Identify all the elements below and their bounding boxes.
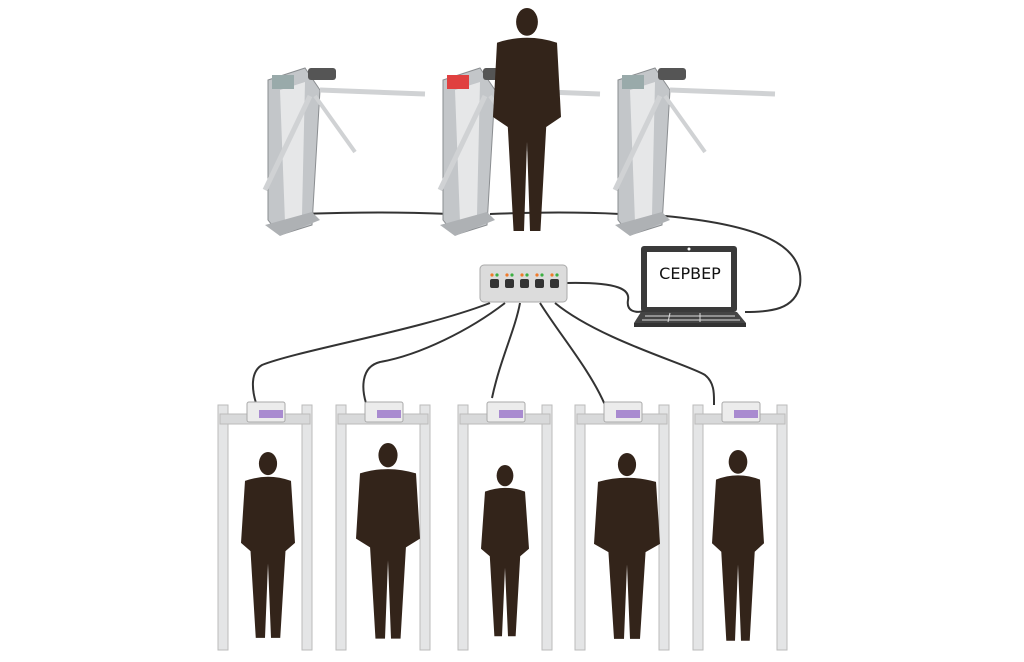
metal-detector <box>335 401 431 651</box>
server-laptop <box>634 246 746 327</box>
led-green <box>495 273 499 277</box>
network-port <box>505 279 514 288</box>
person-silhouette <box>241 452 295 638</box>
cables <box>251 211 802 406</box>
person-silhouette <box>356 443 420 639</box>
person-silhouette <box>712 450 764 641</box>
turnstile-arm <box>437 94 488 192</box>
switch-server-cable <box>566 281 646 313</box>
led-green <box>510 273 514 277</box>
turnstile-arm <box>669 87 776 97</box>
led-green <box>525 273 529 277</box>
detector-display <box>616 410 640 418</box>
turnstile-indicator <box>447 75 469 89</box>
metal-detector <box>692 401 788 651</box>
server-label: СЕРВЕР <box>659 264 721 283</box>
metal-detectors <box>217 401 788 651</box>
metal-detector <box>217 401 313 651</box>
network-port <box>550 279 559 288</box>
network-port <box>490 279 499 288</box>
turnstile-server-cable <box>664 215 802 313</box>
detector-display <box>499 410 523 418</box>
led-orange <box>505 273 509 277</box>
detector-cable-5 <box>554 302 716 406</box>
detector-display <box>377 410 401 418</box>
turnstile <box>262 67 426 236</box>
led-orange <box>490 273 494 277</box>
person-silhouette <box>594 453 660 639</box>
turnstile-indicator <box>272 75 294 89</box>
turnstile-indicator <box>622 75 644 89</box>
people <box>241 8 764 641</box>
metal-detector <box>457 401 553 651</box>
metal-detector <box>574 401 670 651</box>
led-orange <box>520 273 524 277</box>
led-green <box>540 273 544 277</box>
person-silhouette <box>481 465 529 637</box>
detector-display <box>734 410 758 418</box>
led-orange <box>550 273 554 277</box>
turnstile-arm <box>663 94 707 154</box>
turnstile-arm <box>262 94 313 192</box>
turnstile-arm <box>313 94 357 154</box>
turnstile-link-cable <box>299 211 621 215</box>
detector-cable-1 <box>251 302 491 404</box>
turnstile-arm <box>319 87 426 97</box>
led-green <box>555 273 559 277</box>
person-silhouette <box>493 8 561 232</box>
turnstile-arm <box>612 94 663 192</box>
detector-cable-3 <box>491 302 521 399</box>
turnstile <box>612 67 776 236</box>
turnstiles <box>262 67 776 236</box>
network-port <box>535 279 544 288</box>
detector-cable-2 <box>362 302 506 404</box>
network-switch <box>479 264 568 303</box>
network-port <box>520 279 529 288</box>
detector-display <box>259 410 283 418</box>
led-orange <box>535 273 539 277</box>
detector-cable-4 <box>539 302 606 406</box>
